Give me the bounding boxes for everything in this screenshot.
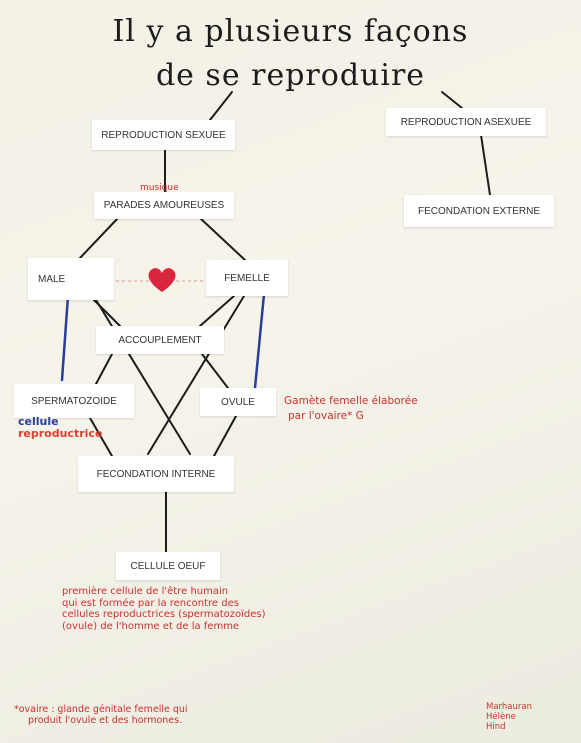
heart-icon: [148, 268, 176, 292]
blue-line-male: [60, 294, 70, 382]
node-spermatozoide: SPERMATOZOIDE: [14, 384, 134, 418]
authors-signature: Marhauran Hélène Hind: [486, 702, 532, 732]
node-fecondation-interne: FECONDATION INTERNE: [78, 456, 234, 492]
ovule-definition-line-1: Gamète femelle élaborée: [284, 395, 418, 407]
ovaire-footnote-line-2: produit l'ovule et des hormones.: [28, 715, 183, 726]
line-asexuee-to-fecondation-externe: [480, 134, 491, 196]
line-male-cross-to-fecondation: [95, 299, 191, 455]
annotation-cellule-oeuf-definition: première cellule de l'être humain qui es…: [62, 586, 266, 632]
blue-line-femelle: [253, 292, 266, 390]
author-2: Hélène: [486, 712, 516, 722]
line-title-to-sexuee: [209, 91, 233, 121]
cellule-oeuf-def-line-1: première cellule de l'être humain: [62, 586, 229, 597]
author-3: Hind: [486, 722, 506, 732]
title-line-2: de se reproduire: [155, 58, 426, 93]
cellule-oeuf-def-line-2: qui est formée par la rencontre des: [62, 597, 239, 609]
line-parades-to-femelle: [199, 217, 246, 261]
ovaire-footnote-line-1: *ovaire : glande génitale femelle qui: [14, 704, 188, 715]
annotation-parades-note: musique: [140, 183, 179, 193]
node-femelle: FEMELLE: [206, 260, 288, 296]
node-parades-amoureuses: PARADES AMOUREUSES: [94, 192, 234, 219]
line-accouplement-to-spermatozoide: [95, 353, 113, 385]
line-title-to-asexuee: [441, 91, 463, 109]
annotation-ovaire-footnote: *ovaire : glande génitale femelle qui pr…: [14, 704, 188, 726]
node-fecondation-externe: FECONDATION EXTERNE: [404, 195, 554, 227]
annotation-cellule: cellule: [18, 415, 59, 428]
title-line-1: Il y a plusieurs façons: [112, 14, 469, 49]
line-ovule-to-fecondation: [213, 415, 237, 457]
line-parades-to-male: [79, 217, 119, 259]
node-reproduction-asexuee: REPRODUCTION ASEXUEE: [386, 108, 546, 136]
node-reproduction-sexuee: REPRODUCTION SEXUEE: [92, 120, 235, 150]
node-male: MALE: [28, 258, 114, 300]
annotation-ovule-definition: Gamète femelle élaborée par l'ovaire* G: [284, 394, 418, 424]
ovule-definition-line-2: par l'ovaire* G: [288, 410, 364, 422]
node-cellule-oeuf: CELLULE OEUF: [116, 552, 220, 580]
node-ovule: OVULE: [200, 388, 276, 416]
node-accouplement: ACCOUPLEMENT: [96, 326, 224, 354]
annotation-reproductrice: reproductrice: [18, 427, 103, 440]
line-femelle-to-accouplement: [199, 295, 235, 327]
cellule-oeuf-def-line-4: (ovule) de l'homme et de la femme: [62, 620, 240, 632]
line-femelle-cross-to-fecondation: [147, 295, 245, 455]
author-1: Marhauran: [486, 702, 532, 712]
cellule-oeuf-def-line-3: cellules reproductrices (spermatozoïdes): [62, 609, 266, 620]
line-spermatozoide-to-fecondation: [89, 417, 113, 457]
